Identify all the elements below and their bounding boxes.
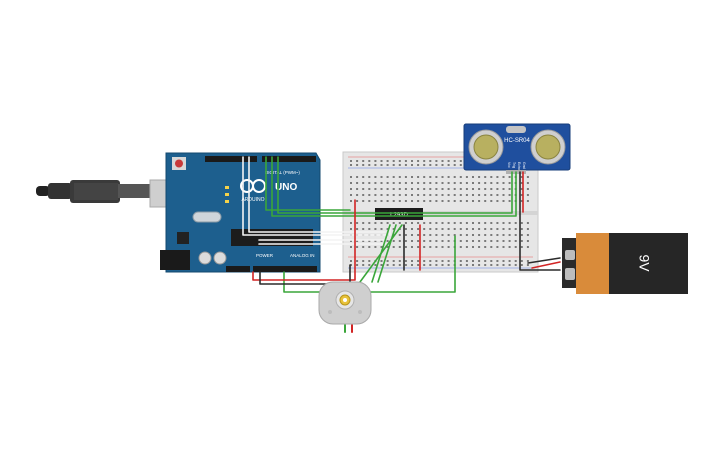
wire-white[interactable]	[242, 156, 391, 236]
power-header	[226, 266, 250, 272]
sensor-pin-gnd: Gnd	[522, 162, 526, 169]
power-jack	[160, 250, 190, 270]
model-label: UNO	[275, 182, 297, 193]
regulator	[177, 232, 189, 244]
capacitor	[198, 251, 212, 265]
crystal	[192, 211, 222, 223]
l293d-chip[interactable]: L293D	[375, 208, 423, 220]
wire-green[interactable]	[283, 271, 321, 293]
sensor-model-label: HC-SR04	[504, 138, 530, 144]
wire-black[interactable]	[259, 264, 351, 285]
wire-green[interactable]	[377, 224, 397, 283]
sensor-pin-echo: Echo	[517, 162, 521, 170]
digital-header-right	[262, 156, 316, 162]
wire-red[interactable]	[252, 199, 356, 281]
battery-9v[interactable]: 9V	[562, 233, 688, 294]
battery-label: 9V	[636, 254, 652, 272]
atmega-chip	[231, 229, 313, 246]
wire-green[interactable]	[277, 156, 513, 214]
sensor-pin-vcc: Vcc	[507, 162, 511, 168]
sensor-pin-trig: Trig	[512, 162, 516, 168]
dc-motor[interactable]	[318, 281, 372, 325]
analog-header	[253, 266, 317, 272]
wires	[242, 156, 561, 333]
digital-header-left	[205, 156, 257, 162]
brand-label: ARDUINO	[241, 197, 264, 203]
wire-black[interactable]	[519, 171, 561, 271]
wire-green[interactable]	[271, 156, 517, 217]
wire-green[interactable]	[367, 235, 456, 293]
analog-label: ANALOG IN	[290, 253, 315, 258]
breadboard-holes	[350, 160, 529, 266]
digital-label: DIGITAL (PWM~)	[265, 170, 300, 175]
capacitor	[213, 251, 227, 265]
wire-black[interactable]	[527, 257, 561, 264]
wire-green[interactable]	[359, 224, 403, 283]
ultrasonic-sensor[interactable]: HC-SR04 Vcc Trig Echo Gnd	[463, 123, 571, 174]
wire-white[interactable]	[248, 156, 386, 233]
usb-cable[interactable]	[36, 179, 183, 208]
wire-red[interactable]	[531, 261, 561, 269]
wire-green[interactable]	[265, 156, 351, 211]
power-label: POWER	[256, 253, 274, 258]
